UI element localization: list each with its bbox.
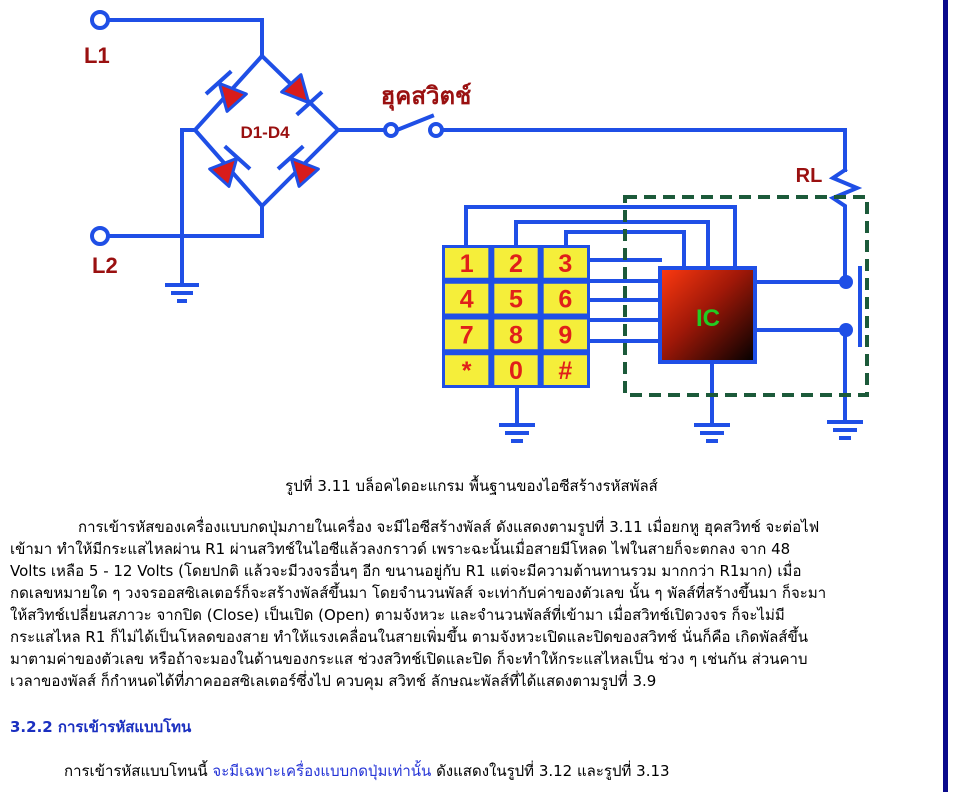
keypad-key-label: 9 [558,321,572,349]
keypad-key-label: 7 [460,321,474,349]
paragraph-line: การเข้ารหัสของเครื่องแบบกดปุ่มภายในเครื่… [78,518,820,536]
keypad-key [543,248,587,278]
tone-paragraph: การเข้ารหัสแบบโทนนี้ จะมีเฉพาะเครื่องแบบ… [64,760,670,782]
ic-label: IC [696,305,720,332]
keypad-key [543,283,587,314]
relay-contact-bottom [839,323,853,337]
keypad-key-label: 0 [509,357,523,385]
keypad-key [494,248,538,278]
paragraph-line: เวลาของพัลส์ ก็กำหนดได้ที่ภาคออสซิเลเตอร… [10,672,657,690]
keypad-key [445,248,489,278]
tone-paragraph-link[interactable]: จะมีเฉพาะเครื่องแบบกดปุ่มเท่านั้น [212,762,432,780]
ground-symbol [165,283,199,303]
diode-bridge [204,69,324,188]
switch-contact-right [428,122,444,138]
label-l2: L2 [92,253,118,278]
ground-symbol [499,423,535,443]
paragraph-line: เข้ามา ทำให้มีกระแสไหลผ่าน R1 ผ่านสวิทช์… [10,540,791,558]
paragraph-line: มาตามค่าของตัวเลข หรือถ้าจะมองในด้านของก… [10,650,808,668]
keypad-key [445,319,489,350]
label-rl: RL [796,165,823,187]
ground-symbol [694,423,730,443]
relay-contact-top [839,275,853,289]
terminal-l1 [90,10,110,30]
tone-paragraph-prefix: การเข้ารหัสแบบโทนนี้ [64,762,213,780]
keypad-key [494,355,538,385]
keypad-key [494,319,538,350]
circuit-diagram: 1 2 3 4 5 6 7 8 9 * 0 # IC L1 L2 D1-D4 ฮุคสวิตช์ RL [84,10,869,443]
keypad-key [494,283,538,314]
body-paragraph: การเข้ารหัสของเครื่องแบบกดปุ่มภายในเครื่… [10,516,938,692]
keypad-key-label: 1 [460,250,474,278]
paragraph-line: Volts เหลือ 5 - 12 Volts (โดยปกติ แล้วจะ… [10,562,802,580]
ic-chip [658,266,757,364]
keypad-key-label: * [462,357,472,385]
keypad-key [445,355,489,385]
ground-symbol [827,420,863,440]
keypad-key-label: 8 [509,321,523,349]
paragraph-line: ให้สวิทช์เปลี่ยนสภาวะ จากปิด (Close) เป็… [10,606,785,624]
keypad-key [543,319,587,350]
keypad-key-label: 2 [509,250,523,278]
page-frame-border [943,0,948,792]
keypad-key-label: 6 [558,286,572,314]
keypad-key-label: 3 [558,250,572,278]
keypad-key [445,283,489,314]
keypad-key [543,355,587,385]
switch-contact-left [383,122,399,138]
keypad-key-label: 5 [509,286,523,314]
terminal-l2 [90,226,110,246]
keypad: 1 2 3 4 5 6 7 8 9 * 0 # [442,245,590,388]
paragraph-line: กดเลขหมายใด ๆ วงจรออสซิเลเตอร์ก็จะสร้างพ… [10,584,827,602]
section-heading: 3.2.2 การเข้ารหัสแบบโทน [10,718,192,736]
label-l1: L1 [84,43,110,68]
label-hook-switch: ฮุคสวิตช์ [381,82,472,112]
paragraph-line: กระแสไหล R1 ก็ไม่ได้เป็นโหลดของสาย ทำให้… [10,628,808,646]
figure-caption: รูปที่ 3.11 บล็อคไดอะแกรม พื้นฐานของไอซี… [285,477,658,495]
keypad-key-label: # [558,357,572,385]
label-bridge: D1-D4 [240,123,290,142]
dashed-ic-boundary [623,195,869,397]
tone-paragraph-suffix: ดังแสดงในรูปที่ 3.12 และรูปที่ 3.13 [431,762,670,780]
keypad-key-label: 4 [460,286,474,314]
